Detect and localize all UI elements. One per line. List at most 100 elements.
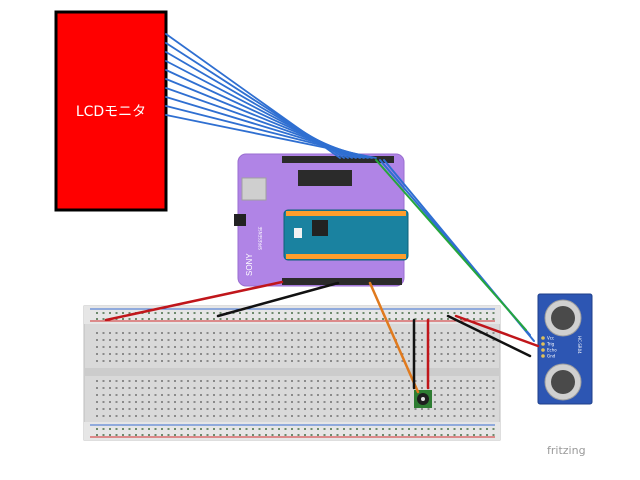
breadboard-hole (375, 346, 378, 348)
breadboard-hole (369, 346, 371, 348)
breadboard-rail-hole (154, 318, 157, 320)
breadboard-hole (161, 339, 163, 341)
breadboard-rail-hole (492, 434, 495, 436)
breadboard-hole (447, 339, 449, 341)
breadboard-hole (362, 332, 365, 334)
power-jack (234, 214, 246, 226)
breadboard-hole (382, 332, 384, 334)
breadboard-hole (135, 408, 137, 410)
breadboard-hole (109, 415, 111, 417)
breadboard-hole (245, 394, 248, 396)
breadboard-hole (349, 353, 352, 355)
breadboard-hole (434, 401, 436, 403)
breadboard-hole (252, 339, 254, 341)
breadboard-hole (102, 353, 105, 355)
breadboard-hole (278, 401, 280, 403)
breadboard-hole (356, 346, 358, 348)
breadboard-hole (440, 380, 443, 382)
breadboard-hole (330, 401, 332, 403)
breadboard-hole (174, 353, 176, 355)
sensor-pin (541, 342, 545, 346)
breadboard-hole (421, 415, 423, 417)
breadboard-rail-hole (408, 312, 410, 314)
breadboard-hole (330, 408, 332, 410)
breadboard-rail-hole (154, 434, 157, 436)
breadboard-hole (297, 387, 300, 389)
breadboard-rail-hole (180, 434, 183, 436)
breadboard-hole (362, 353, 365, 355)
breadboard-hole (278, 380, 280, 382)
breadboard-hole (271, 353, 274, 355)
breadboard-hole (213, 408, 215, 410)
breadboard-hole (265, 387, 267, 389)
breadboard-rail-hole (252, 318, 254, 320)
breadboard-hole (193, 387, 196, 389)
breadboard-hole (317, 360, 319, 362)
breadboard-hole (174, 387, 176, 389)
breadboard-hole (486, 332, 488, 334)
breadboard-hole (232, 380, 235, 382)
breadboard-rail-hole (245, 318, 248, 320)
breadboard-hole (395, 408, 397, 410)
breadboard-rail-hole (161, 434, 163, 436)
breadboard-hole (245, 401, 248, 403)
breadboard-hole (440, 394, 443, 396)
breadboard-hole (330, 387, 332, 389)
breadboard-hole (375, 339, 378, 341)
breadboard-rail-hole (330, 312, 332, 314)
breadboard-rail-hole (323, 428, 326, 430)
breadboard-hole (245, 408, 248, 410)
breadboard-rail-hole (122, 312, 124, 314)
breadboard-rail-hole (265, 312, 267, 314)
breadboard-rail-hole (297, 312, 300, 314)
breadboard-rail-hole (239, 428, 241, 430)
sub-board-connector (294, 228, 302, 238)
breadboard-hole (330, 415, 332, 417)
breadboard-rail-hole (401, 312, 404, 314)
breadboard-hole (356, 394, 358, 396)
breadboard-hole (193, 394, 196, 396)
breadboard-hole (343, 387, 345, 389)
breadboard-rail-hole (245, 434, 248, 436)
breadboard-hole (297, 394, 300, 396)
breadboard-hole (421, 339, 423, 341)
breadboard-hole (388, 360, 391, 362)
breadboard-hole (310, 387, 313, 389)
breadboard-hole (174, 380, 176, 382)
breadboard-rail-hole (265, 318, 267, 320)
breadboard-hole (252, 408, 254, 410)
breadboard-hole (395, 353, 397, 355)
breadboard-hole (356, 353, 358, 355)
breadboard-hole (96, 339, 98, 341)
breadboard-hole (304, 408, 306, 410)
breadboard-rail-hole (388, 312, 391, 314)
breadboard-hole (356, 408, 358, 410)
breadboard-hole (453, 408, 456, 410)
sensor-transducer-top-core (551, 306, 575, 330)
breadboard-hole (395, 346, 397, 348)
breadboard-hole (213, 332, 215, 334)
breadboard-hole (434, 353, 436, 355)
breadboard-hole (219, 332, 222, 334)
sensor-pin-label: Trig (546, 342, 555, 347)
breadboard-rail-hole (297, 428, 300, 430)
breadboard-hole (447, 387, 449, 389)
breadboard-rail-hole (148, 312, 150, 314)
breadboard-hole (200, 346, 202, 348)
breadboard-hole (492, 332, 495, 334)
breadboard-hole (265, 394, 267, 396)
breadboard-hole (187, 401, 189, 403)
breadboard-hole (382, 353, 384, 355)
breadboard-hole (343, 360, 345, 362)
breadboard-hole (213, 401, 215, 403)
breadboard-rail-hole (265, 434, 267, 436)
breadboard-rail-hole (414, 318, 417, 320)
breadboard-hole (297, 415, 300, 417)
breadboard-hole (408, 380, 410, 382)
breadboard-hole (213, 353, 215, 355)
breadboard-hole (135, 346, 137, 348)
breadboard-hole (278, 408, 280, 410)
breadboard-hole (297, 339, 300, 341)
breadboard-hole (258, 415, 261, 417)
breadboard-hole (434, 346, 436, 348)
